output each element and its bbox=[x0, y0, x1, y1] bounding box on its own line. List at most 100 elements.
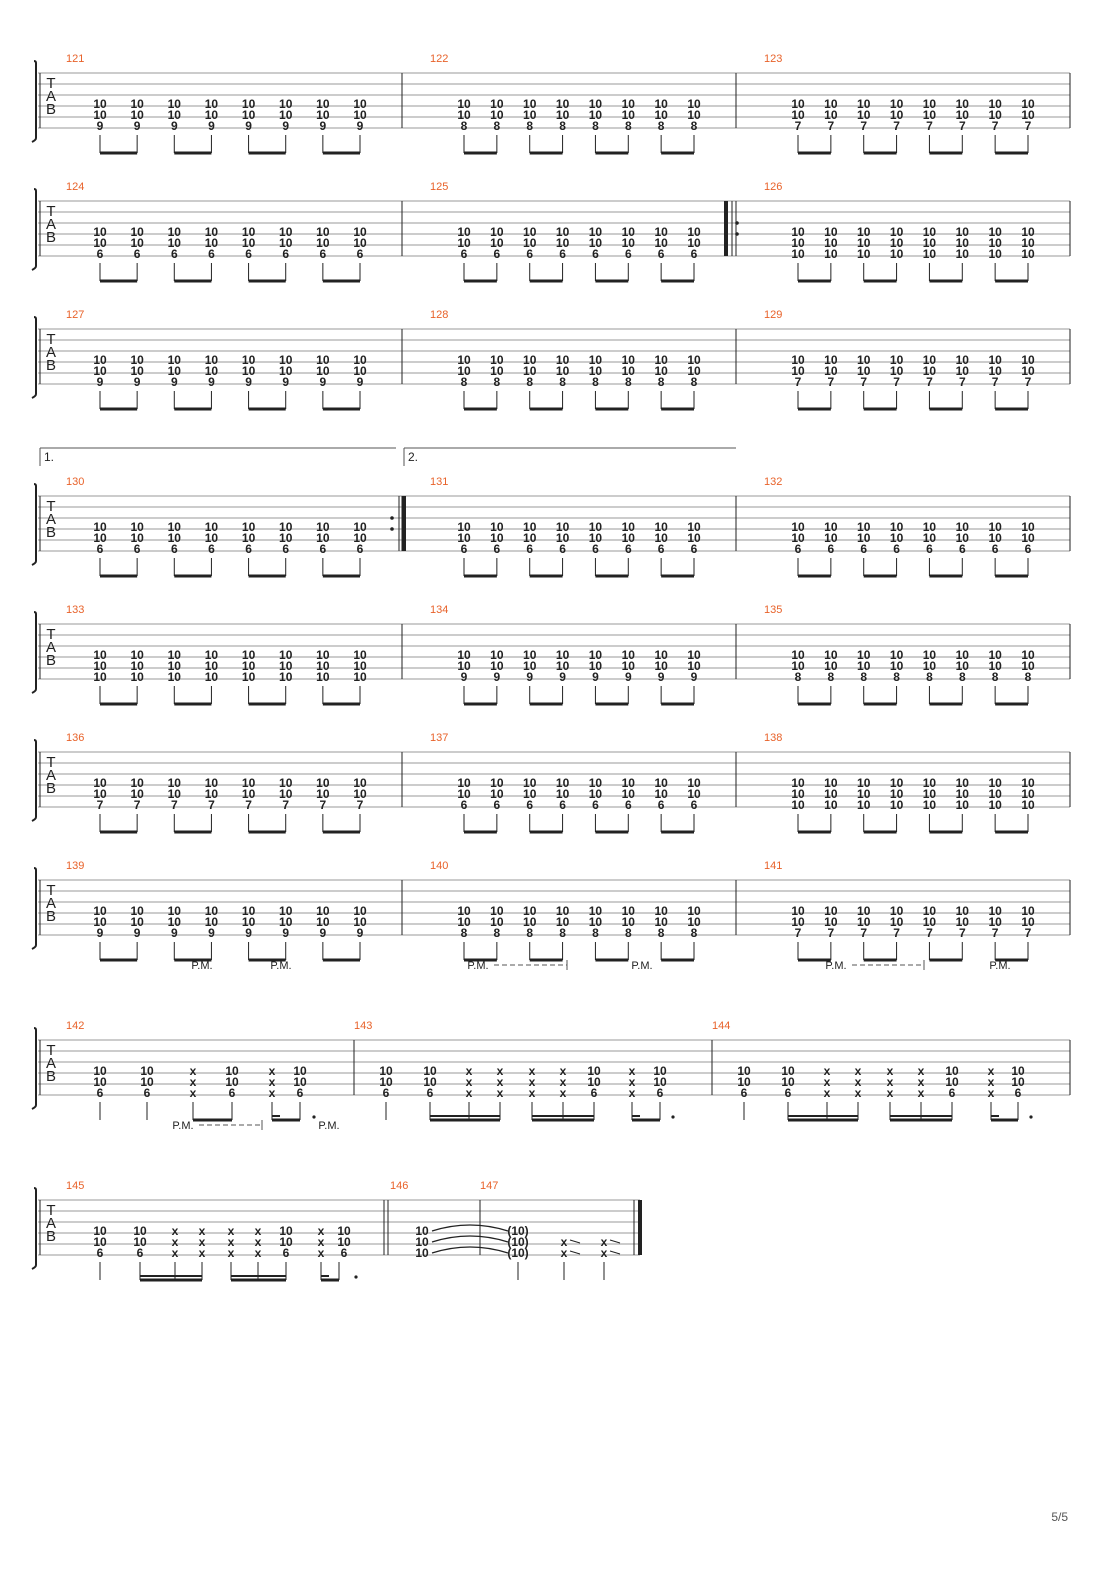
fret-number: 10 bbox=[857, 904, 871, 918]
fret-number: 10 bbox=[890, 225, 904, 239]
fret-number: 8 bbox=[592, 926, 599, 940]
fret-number: 6 bbox=[658, 798, 665, 812]
fret-number: x bbox=[629, 1086, 636, 1100]
fret-number: 10 bbox=[1021, 247, 1035, 261]
fret-number: 10 bbox=[791, 787, 805, 801]
fret-number: 10 bbox=[316, 915, 330, 929]
fret-number: 7 bbox=[1025, 375, 1032, 389]
fret-number: 6 bbox=[691, 542, 698, 556]
fret-number: 10 bbox=[654, 787, 668, 801]
fret-number: 6 bbox=[494, 798, 501, 812]
fret-number: x bbox=[466, 1086, 473, 1100]
fret-number: (10) bbox=[507, 1246, 528, 1260]
fret-number: 10 bbox=[791, 247, 805, 261]
fret-number: 10 bbox=[622, 904, 636, 918]
fret-number: 10 bbox=[205, 364, 219, 378]
fret-number: (10) bbox=[507, 1224, 528, 1238]
fret-number: 10 bbox=[923, 776, 937, 790]
fret-number: 7 bbox=[959, 926, 966, 940]
fret-number: 8 bbox=[625, 375, 632, 389]
fret-number: 6 bbox=[559, 798, 566, 812]
fret-number: 8 bbox=[461, 375, 468, 389]
fret-number: 9 bbox=[282, 119, 289, 133]
fret-number: 10 bbox=[589, 97, 603, 111]
fret-number: 7 bbox=[959, 375, 966, 389]
fret-number: 6 bbox=[494, 247, 501, 261]
fret-number: 7 bbox=[893, 926, 900, 940]
fret-number: 10 bbox=[316, 904, 330, 918]
volta-label-1: 1. bbox=[44, 450, 54, 464]
fret-number: 10 bbox=[130, 787, 144, 801]
measure-number: 129 bbox=[764, 309, 782, 321]
fret-number: 6 bbox=[320, 542, 327, 556]
fret-number: 6 bbox=[427, 1086, 434, 1100]
fret-number: 10 bbox=[857, 915, 871, 929]
fret-number: x bbox=[269, 1075, 276, 1089]
palm-mute-label: P.M. bbox=[270, 960, 291, 972]
fret-number: 6 bbox=[785, 1086, 792, 1100]
fret-number: 8 bbox=[658, 926, 665, 940]
fret-number: 6 bbox=[461, 798, 468, 812]
fret-number: 10 bbox=[654, 225, 668, 239]
fret-number: 10 bbox=[988, 225, 1002, 239]
fret-number: 10 bbox=[923, 648, 937, 662]
fret-number: 10 bbox=[923, 108, 937, 122]
tab-clef-a: A bbox=[46, 639, 56, 656]
fret-number: 10 bbox=[824, 904, 838, 918]
fret-number: 7 bbox=[245, 798, 252, 812]
fret-number: 10 bbox=[791, 353, 805, 367]
fret-number: 9 bbox=[208, 375, 215, 389]
fret-number: 10 bbox=[242, 364, 256, 378]
fret-number: 10 bbox=[945, 1064, 959, 1078]
fret-number: 7 bbox=[795, 375, 802, 389]
fret-number: 10 bbox=[242, 659, 256, 673]
fret-number: 7 bbox=[795, 926, 802, 940]
fret-number: 10 bbox=[168, 659, 182, 673]
fret-number: 10 bbox=[242, 108, 256, 122]
fret-number: 10 bbox=[353, 648, 367, 662]
measure-number: 133 bbox=[66, 604, 84, 616]
fret-number: 10 bbox=[556, 648, 570, 662]
repeat-dot bbox=[390, 516, 394, 520]
system-bracket bbox=[31, 60, 37, 143]
tab-clef-a: A bbox=[46, 1215, 56, 1232]
fret-number: 10 bbox=[622, 648, 636, 662]
staff-system-8: TAB bbox=[31, 1027, 1070, 1110]
fret-number: x bbox=[318, 1235, 325, 1249]
fret-number: 7 bbox=[992, 119, 999, 133]
fret-number: 10 bbox=[423, 1064, 437, 1078]
fret-number: 10 bbox=[781, 1064, 795, 1078]
fret-number: 10 bbox=[824, 659, 838, 673]
fret-number: 10 bbox=[923, 904, 937, 918]
measure-number: 143 bbox=[354, 1020, 372, 1032]
fret-number: 8 bbox=[526, 119, 533, 133]
fret-number: 10 bbox=[956, 787, 970, 801]
fret-number: 10 bbox=[857, 353, 871, 367]
fret-number: 6 bbox=[860, 542, 867, 556]
fret-number: 10 bbox=[923, 236, 937, 250]
fret-number: 8 bbox=[494, 926, 501, 940]
fret-number: 10 bbox=[205, 97, 219, 111]
fret-number: 10 bbox=[353, 520, 367, 534]
fret-number: 10 bbox=[890, 97, 904, 111]
fret-number: 10 bbox=[622, 236, 636, 250]
fret-number: 6 bbox=[526, 798, 533, 812]
fret-number: 6 bbox=[591, 1086, 598, 1100]
fret-number: 10 bbox=[890, 648, 904, 662]
fret-number: 10 bbox=[622, 659, 636, 673]
fret-number: 10 bbox=[988, 247, 1002, 261]
fret-number: 10 bbox=[687, 648, 701, 662]
fret-number: 9 bbox=[592, 670, 599, 684]
fret-number: 10 bbox=[457, 225, 471, 239]
measure-number: 138 bbox=[764, 732, 782, 744]
fret-number: 10 bbox=[130, 353, 144, 367]
fret-number: 10 bbox=[279, 787, 293, 801]
fret-number: x bbox=[497, 1086, 504, 1100]
fret-number: 10 bbox=[523, 353, 537, 367]
fret-number: 10 bbox=[653, 1064, 667, 1078]
fret-number: x bbox=[561, 1235, 568, 1249]
system-bracket bbox=[31, 188, 37, 271]
fret-number: 10 bbox=[1021, 97, 1035, 111]
fret-number: 10 bbox=[316, 225, 330, 239]
fret-number: 10 bbox=[205, 520, 219, 534]
